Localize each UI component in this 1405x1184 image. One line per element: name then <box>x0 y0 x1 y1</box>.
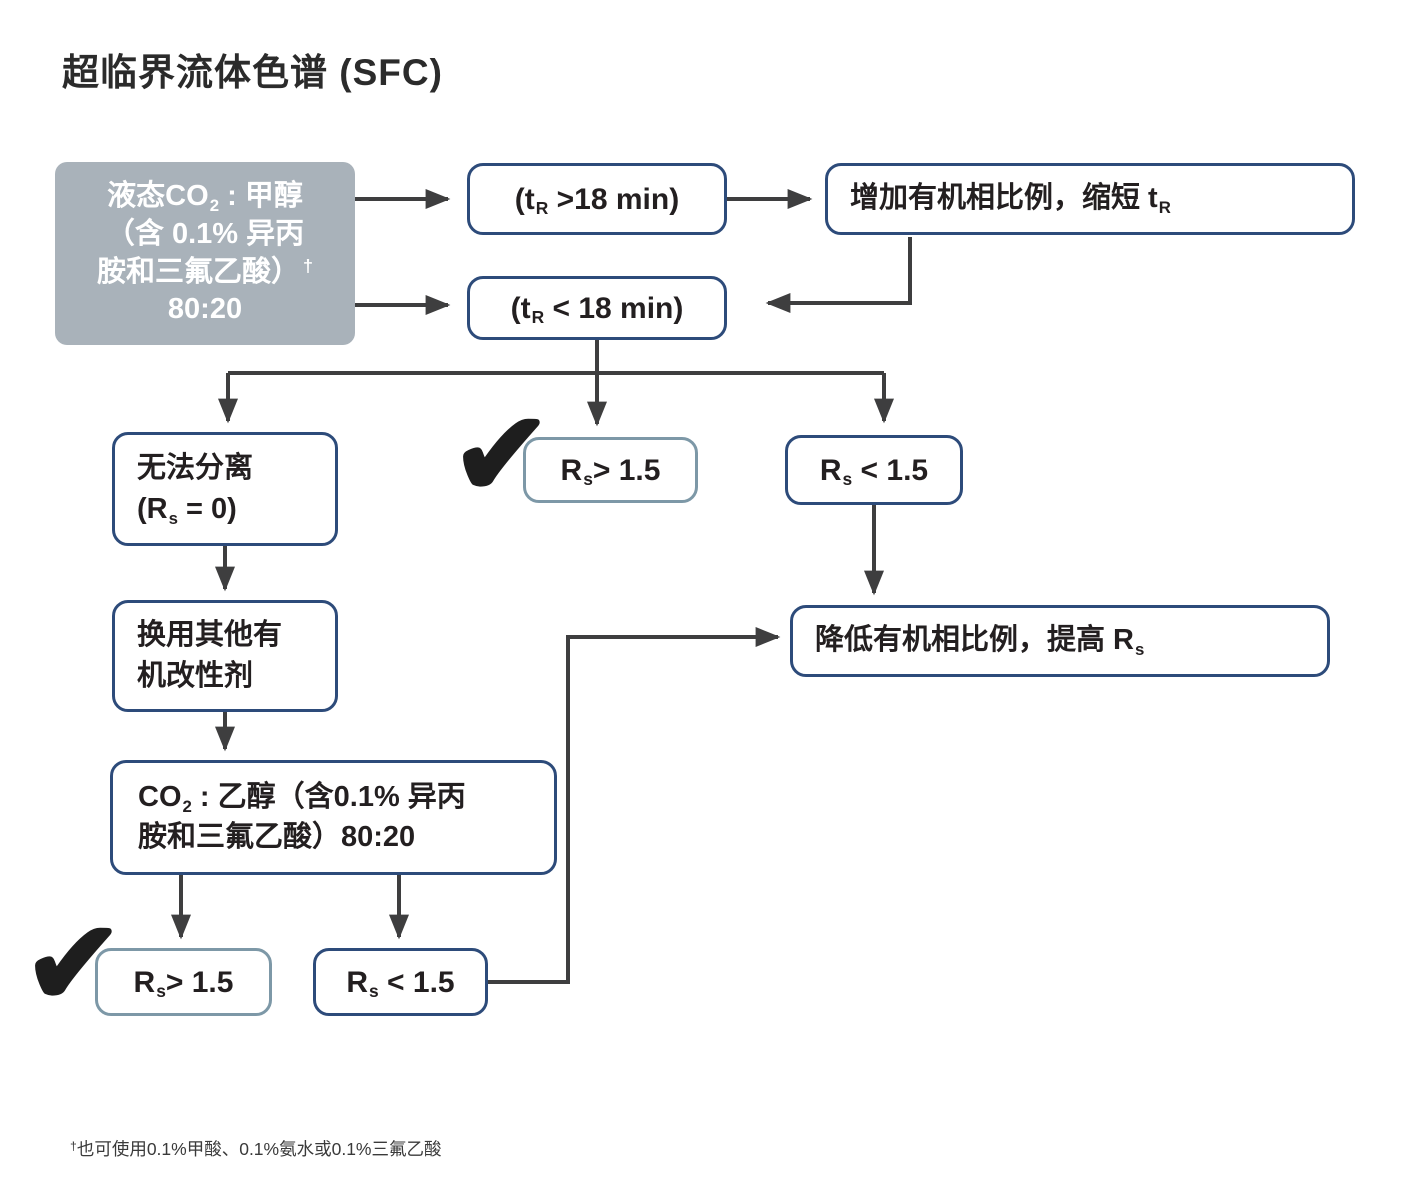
node-text-line: 降低有机相比例，提高 Rs <box>815 624 1145 659</box>
dagger-icon: † <box>70 1139 77 1154</box>
flow-node-tr-lt-18: (tR < 18 min) <box>467 276 727 340</box>
subscript: s <box>369 981 379 1002</box>
node-text-line: Rs> 1.5 <box>560 453 661 490</box>
subscript: R <box>531 307 545 328</box>
footnote: †也可使用0.1%甲酸、0.1%氨水或0.1%三氟乙酸 <box>70 1136 442 1161</box>
node-text-line: 增加有机相比例，缩短 tR <box>850 182 1171 217</box>
arrow-increase-to-trlt <box>765 237 912 313</box>
flow-node-decrease-organic: 降低有机相比例，提高 Rs <box>790 605 1330 677</box>
node-text-line: Rs < 1.5 <box>819 453 929 490</box>
flow-node-rs-lt-1-5-mid: Rs < 1.5 <box>785 435 963 505</box>
flow-node-switch-modifier: 换用其他有 机改性剂 <box>112 600 338 712</box>
node-text-line: Rs < 1.5 <box>346 965 455 1002</box>
flow-node-tr-gt-18: (tR >18 min) <box>467 163 727 235</box>
node-text-line: (tR < 18 min) <box>510 291 684 328</box>
subscript: 2 <box>209 195 220 215</box>
node-text-line: 机改性剂 <box>137 660 254 692</box>
subscript: s <box>583 469 593 490</box>
flow-node-rs-gt-1-5-bottom: Rs> 1.5 <box>95 948 272 1016</box>
arrow-rslt-bot-to-decrease <box>488 627 781 984</box>
flow-node-no-separation: 无法分离 (Rs = 0) <box>112 432 338 546</box>
subscript: s <box>168 508 178 528</box>
subscript: s <box>1135 639 1145 659</box>
node-text-line: （含 0.1% 异丙 <box>105 217 305 250</box>
subscript: R <box>1158 197 1171 217</box>
node-text-line: 换用其他有 <box>137 619 283 652</box>
node-text-line: 胺和三氟乙酸）80:20 <box>138 820 416 853</box>
footnote-text: 也可使用0.1%甲酸、0.1%氨水或0.1%三氟乙酸 <box>76 1139 442 1159</box>
dagger-icon: † <box>303 256 313 277</box>
check-icon: ✔ <box>451 389 552 521</box>
node-text-line: 无法分离 <box>137 452 254 485</box>
check-icon: ✔ <box>23 898 124 1030</box>
node-text-line: (Rs = 0) <box>137 493 237 528</box>
node-text-line: 80:20 <box>167 293 243 326</box>
node-text-line: (tR >18 min) <box>514 182 680 219</box>
flow-node-increase-organic: 增加有机相比例，缩短 tR <box>825 163 1355 235</box>
flow-node-start-mobile-phase: 液态CO2 : 甲醇 （含 0.1% 异丙 胺和三氟乙酸）† 80:20 <box>55 162 355 345</box>
node-text-line: CO2 : 乙醇（含0.1% 异丙 <box>138 781 466 816</box>
subscript: s <box>156 981 166 1002</box>
page-title: 超临界流体色谱 (SFC) <box>62 52 443 93</box>
flow-node-rs-lt-1-5-bottom: Rs < 1.5 <box>313 948 488 1016</box>
subscript: 2 <box>182 796 192 816</box>
subscript: s <box>842 469 853 490</box>
node-text-line: 液态CO2 : 甲醇 <box>107 180 303 215</box>
subscript: R <box>535 198 549 219</box>
flow-node-rs-gt-1-5-mid: Rs> 1.5 <box>523 437 698 503</box>
flow-node-co2-ethanol: CO2 : 乙醇（含0.1% 异丙 胺和三氟乙酸）80:20 <box>110 760 557 875</box>
node-text-line: 胺和三氟乙酸）† <box>96 255 313 288</box>
node-text-line: Rs> 1.5 <box>133 965 234 1002</box>
